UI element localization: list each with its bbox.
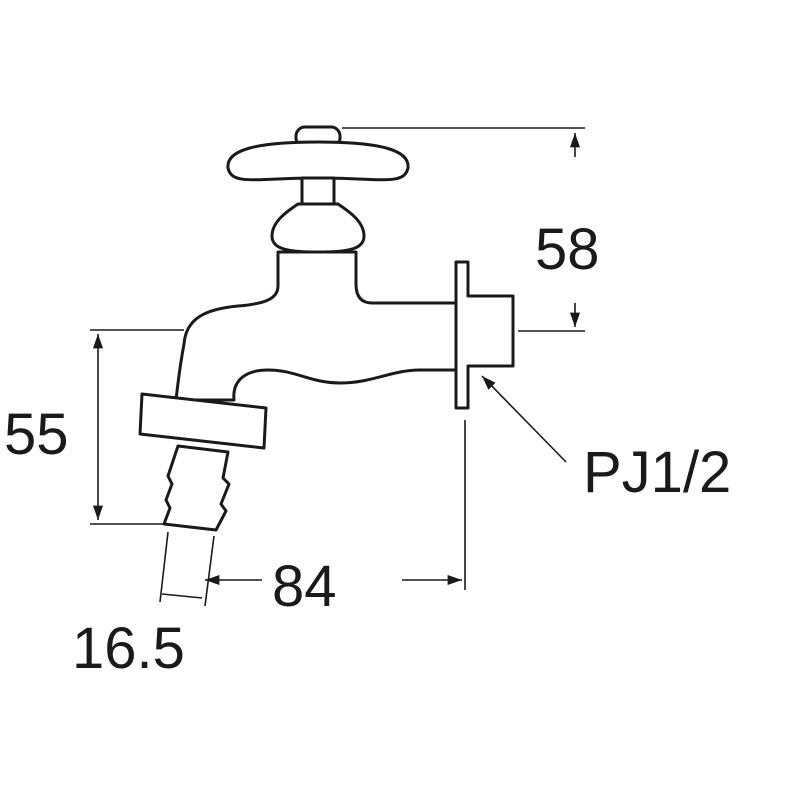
valve-body-spout	[174, 250, 460, 402]
bonnet	[270, 202, 366, 254]
faucet	[138, 125, 515, 532]
coupling-nut	[138, 392, 268, 450]
handle-wheel	[226, 140, 410, 182]
dimension-58-label: 58	[535, 217, 600, 282]
dimension-lines	[90, 127, 585, 607]
hose-nozzle	[162, 444, 231, 532]
thread-spec-label: PJ1/2	[583, 440, 731, 505]
dimension-84-label: 84	[272, 554, 337, 619]
inlet-flange	[454, 260, 515, 410]
dimension-16-5-label: 16.5	[72, 616, 185, 681]
dimension-55-label: 55	[4, 402, 69, 467]
handle-stem	[300, 176, 336, 206]
